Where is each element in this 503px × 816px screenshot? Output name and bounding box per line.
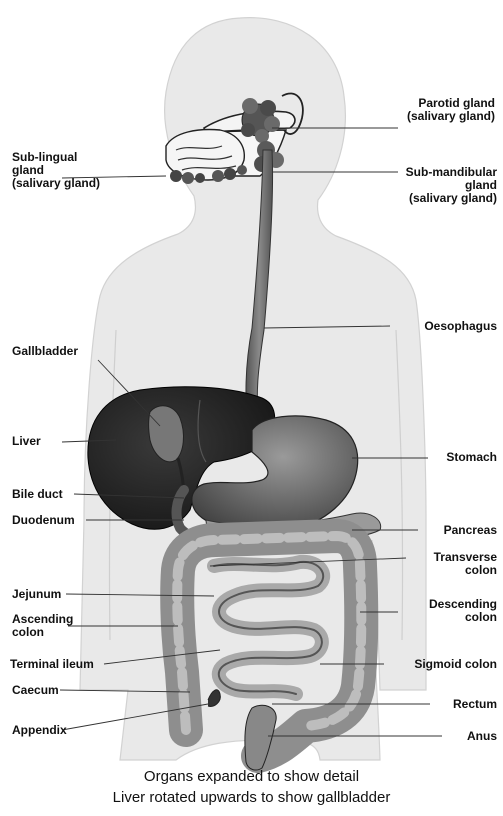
label-anus: Anus — [467, 730, 497, 743]
label-liver: Liver — [12, 435, 41, 448]
label-sublingual-gland: Sub-lingual gland (salivary gland) — [12, 151, 100, 190]
label-submandibular-line3: (salivary gland) — [406, 192, 497, 205]
label-sublingual-line3: (salivary gland) — [12, 177, 100, 190]
caption-line2: Liver rotated upwards to show gallbladde… — [0, 789, 503, 806]
label-ascending-colon: Ascending colon — [12, 613, 73, 639]
label-stomach: Stomach — [446, 451, 497, 464]
label-jejunum: Jejunum — [12, 588, 61, 601]
label-caecum: Caecum — [12, 684, 59, 697]
label-gallbladder: Gallbladder — [12, 345, 78, 358]
caption-line1: Organs expanded to show detail — [0, 768, 503, 785]
label-terminal-ileum: Terminal ileum — [10, 658, 94, 671]
label-transverse-line2: colon — [434, 564, 497, 577]
label-descending-colon: Descending colon — [429, 598, 497, 624]
label-submandibular-gland: Sub-mandibular gland (salivary gland) — [406, 166, 497, 205]
label-pancreas: Pancreas — [444, 524, 497, 537]
label-appendix: Appendix — [12, 724, 67, 737]
label-bile-duct: Bile duct — [12, 488, 63, 501]
label-ascending-line2: colon — [12, 626, 73, 639]
label-rectum: Rectum — [453, 698, 497, 711]
label-duodenum: Duodenum — [12, 514, 75, 527]
label-transverse-colon: Transverse colon — [434, 551, 497, 577]
label-parotid-gland: Parotid gland (salivary gland) — [407, 97, 495, 123]
label-sigmoid-colon: Sigmoid colon — [414, 658, 497, 671]
label-descending-line2: colon — [429, 611, 497, 624]
label-oesophagus: Oesophagus — [424, 320, 497, 333]
label-parotid-line2: (salivary gland) — [407, 110, 495, 123]
sublingual-gland — [166, 130, 247, 184]
